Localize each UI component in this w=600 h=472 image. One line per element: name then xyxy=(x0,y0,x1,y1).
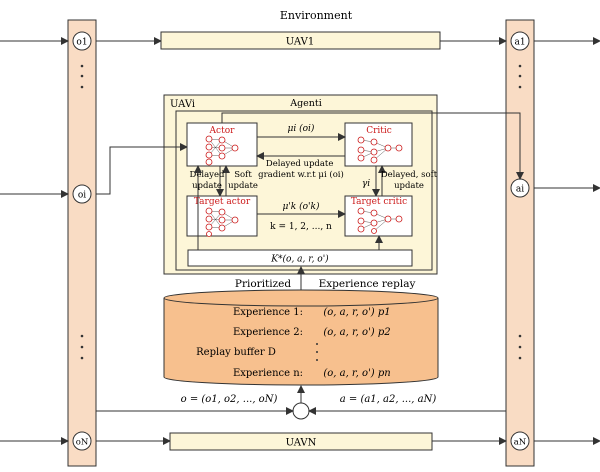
policy-label: μi (oi) xyxy=(288,123,315,134)
experience-2-label: Experience 2: xyxy=(233,327,303,338)
sample-box-label: K*(o, a, r, o') xyxy=(270,254,329,265)
node-a1-label: a1 xyxy=(514,38,525,48)
node-o1-label: o1 xyxy=(76,38,87,48)
target-actor-title: Target actor xyxy=(194,197,251,207)
gradient-label-line1: Delayed update xyxy=(266,159,333,169)
left-observation-column xyxy=(67,19,97,467)
uavN-label: UAVN xyxy=(286,438,317,449)
target-critic-network-icon xyxy=(357,207,403,234)
experience-replay-label: Experience replay xyxy=(319,278,416,290)
right-action-column xyxy=(505,19,535,467)
node-oN-label: oN xyxy=(76,438,89,448)
experience-n-label: Experience n: xyxy=(233,368,303,379)
merge-node xyxy=(292,402,310,420)
uav1-label: UAV1 xyxy=(286,37,314,48)
uavN-box xyxy=(169,432,433,451)
buffer-ellipsis-dots xyxy=(316,343,318,361)
target-critic-box xyxy=(344,195,413,237)
node-o1: o1 xyxy=(72,31,92,51)
target-critic-title: Target critic xyxy=(351,197,407,207)
gamma-label: γi xyxy=(362,179,370,189)
target-policy-label: μ'k (o'k) xyxy=(282,201,319,212)
experience-1-label: Experience 1: xyxy=(233,307,303,318)
actor-network-icon xyxy=(205,135,239,166)
critic-network-icon xyxy=(357,136,403,164)
agent-label: Agenti xyxy=(289,98,322,109)
replay-buffer-cylinder xyxy=(163,289,439,386)
act-joint-label: a = (a1, a2, ..., aN) xyxy=(340,394,437,405)
gradient-label-line2: gradient w.r.t μi (oi) xyxy=(258,169,344,180)
agent-to-ai-arrow xyxy=(221,112,524,180)
target-actor-network-icon xyxy=(205,207,239,237)
node-ai: ai xyxy=(510,178,530,198)
oi-to-actor-arrow xyxy=(96,143,188,195)
actor-title: Actor xyxy=(209,126,236,136)
node-oN: oN xyxy=(72,431,92,451)
experience-1-tuple: (o, a, r, o') p1 xyxy=(323,307,390,318)
node-ai-label: ai xyxy=(516,185,524,195)
environment-title: Environment xyxy=(280,9,353,22)
node-oi-label: oi xyxy=(78,191,86,201)
node-aN: aN xyxy=(510,431,530,451)
experience-2-tuple: (o, a, r, o') p2 xyxy=(323,327,390,338)
uav1-box xyxy=(160,31,441,50)
k-range-label: k = 1, 2, ..., n xyxy=(270,222,332,232)
obs-joint-label: o = (o1, o2, ..., oN) xyxy=(181,394,278,405)
critic-box xyxy=(344,122,413,167)
prioritized-label: Prioritized xyxy=(235,278,291,290)
node-oi: oi xyxy=(72,184,92,204)
node-aN-label: aN xyxy=(514,438,527,448)
node-a1: a1 xyxy=(510,31,530,51)
critic-title: Critic xyxy=(366,126,392,136)
uavi-label: UAVi xyxy=(170,99,195,110)
replay-buffer-name: Replay buffer D xyxy=(196,347,276,358)
column-ellipsis-dots xyxy=(80,64,522,360)
gradient-label: Delayed update gradient w.r.t μi (oi) xyxy=(258,159,344,180)
experience-n-tuple: (o, a, r, o') pn xyxy=(323,368,390,379)
